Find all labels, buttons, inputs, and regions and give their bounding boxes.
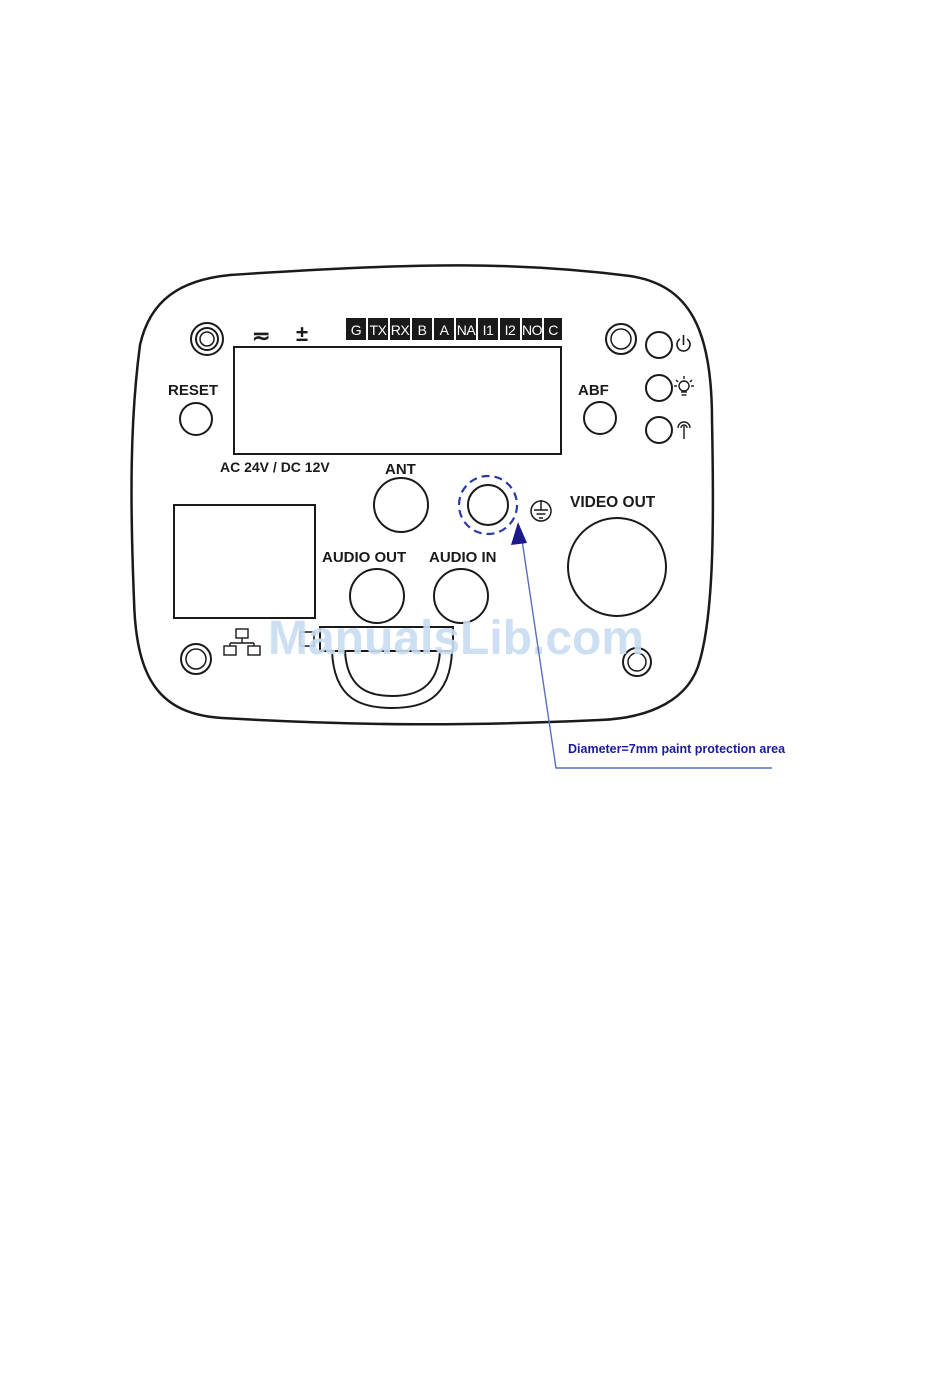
arrow-head-icon: [511, 522, 527, 545]
ant-label: ANT: [385, 461, 416, 478]
terminal-label: I1: [478, 318, 498, 340]
svg-text:G: G: [351, 322, 361, 338]
svg-text:A: A: [440, 322, 450, 338]
svg-text:TX: TX: [370, 322, 388, 338]
ground-screw: [468, 485, 508, 525]
svg-text:NO: NO: [522, 322, 543, 338]
light-bulb-icon: [674, 376, 694, 395]
terminal-label: A: [434, 318, 454, 340]
svg-text:I2: I2: [505, 322, 516, 338]
screw-top-right: [606, 324, 636, 354]
network-icon: [224, 629, 260, 655]
screw-top-left: [191, 323, 223, 355]
annotation-text: Diameter=7mm paint protection area: [568, 742, 786, 756]
video-out-label: VIDEO OUT: [570, 494, 656, 511]
light-led: [646, 375, 672, 401]
ac-dc-symbol: ≂: [252, 323, 270, 348]
terminal-label: RX: [390, 318, 410, 340]
svg-text:RX: RX: [391, 322, 411, 338]
reset-button: [180, 403, 212, 435]
svg-text:B: B: [418, 322, 427, 338]
wireless-led: [646, 417, 672, 443]
ant-connector: [374, 478, 428, 532]
power-led: [646, 332, 672, 358]
ground-icon: [531, 500, 551, 521]
watermark: ManualsLib.com: [268, 612, 644, 665]
terminal-label: I2: [500, 318, 520, 340]
network-port: [174, 505, 315, 618]
terminal-label: B: [412, 318, 432, 340]
power-icon: [677, 335, 690, 351]
terminal-label: C: [544, 318, 562, 340]
terminal-label: G: [346, 318, 366, 340]
svg-text:C: C: [548, 322, 558, 338]
antenna-icon: [678, 422, 690, 439]
terminal-label: NA: [456, 318, 476, 340]
abf-label: ABF: [578, 382, 609, 399]
abf-button: [584, 402, 616, 434]
terminal-label: TX: [368, 318, 388, 340]
reset-label: RESET: [168, 382, 218, 399]
video-out-connector: [568, 518, 666, 616]
power-rating-label: AC 24V / DC 12V: [220, 459, 330, 475]
audio-in-label: AUDIO IN: [429, 549, 497, 566]
svg-text:I1: I1: [483, 322, 494, 338]
audio-out-label: AUDIO OUT: [322, 549, 406, 566]
svg-text:NA: NA: [457, 322, 477, 338]
terminal-block: [234, 347, 561, 454]
plus-minus-symbol: ±: [296, 321, 308, 346]
terminal-label: NO: [522, 318, 543, 340]
terminal-strip-labels: G TX RX B A NA I1 I2 NO C: [346, 318, 562, 340]
screw-bottom-left: [181, 644, 211, 674]
